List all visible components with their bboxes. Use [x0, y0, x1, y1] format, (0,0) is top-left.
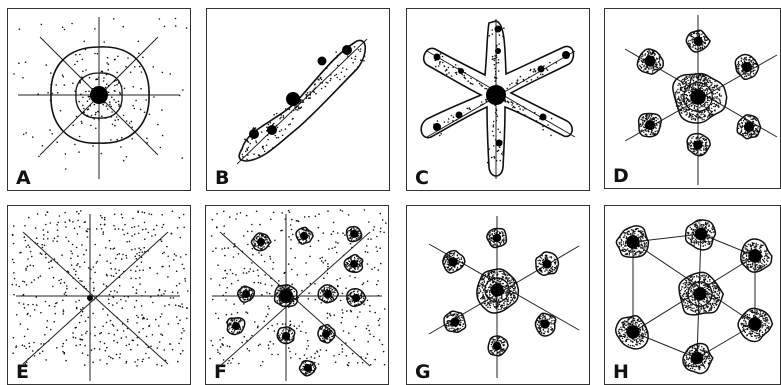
blob [490, 283, 503, 296]
core-blob [486, 85, 506, 105]
panel-e: E [7, 205, 191, 385]
blob [495, 26, 502, 33]
panel-label-g: G [415, 363, 431, 382]
blob [257, 238, 265, 246]
blob [282, 332, 290, 340]
panel-b-drawing [207, 9, 390, 191]
blob [748, 317, 761, 330]
panel-e-drawing [8, 206, 191, 385]
blob [232, 322, 240, 330]
panel-h-drawing [605, 206, 781, 385]
blob [538, 66, 545, 73]
blob [744, 122, 754, 132]
blob [300, 232, 308, 240]
ray-lines [16, 214, 180, 381]
panel-label-a: A [16, 169, 31, 188]
blob [542, 259, 551, 268]
cluster-group [616, 220, 773, 374]
blob [350, 260, 358, 268]
axis-line [237, 39, 367, 164]
scatter-dots [12, 210, 189, 367]
blob [318, 57, 327, 66]
panel-g-drawing [407, 206, 590, 385]
blob [280, 290, 292, 302]
cluster-group [443, 228, 559, 355]
blob [691, 352, 704, 365]
blob [324, 290, 332, 298]
blob [242, 290, 250, 298]
panel-label-b: B [215, 169, 229, 188]
blob [496, 140, 503, 147]
blob [626, 235, 639, 248]
panel-f: F [205, 205, 389, 385]
blob [322, 330, 330, 338]
blob [645, 56, 656, 67]
blob [540, 114, 547, 121]
cluster-group [637, 30, 760, 155]
blob [562, 51, 570, 59]
blob [456, 112, 463, 119]
blob [695, 228, 708, 241]
blob [626, 325, 639, 338]
panel-a-drawing [8, 9, 191, 191]
blob [540, 319, 549, 328]
panel-d: D [604, 8, 781, 189]
core-blob [90, 86, 108, 104]
blob [448, 257, 457, 266]
panel-label-c: C [415, 169, 429, 188]
core-blob [87, 295, 93, 301]
blob [690, 89, 706, 105]
scatter-dots [209, 209, 386, 366]
panel-label-f: F [214, 363, 227, 382]
blob [433, 123, 441, 131]
blob [495, 48, 501, 54]
panel-label-h: H [613, 363, 629, 382]
panel-d-drawing [605, 9, 781, 189]
blob [693, 287, 706, 300]
blob [352, 294, 360, 302]
blob [645, 120, 655, 130]
blob [249, 129, 259, 139]
panel-h: H [604, 205, 781, 385]
panel-a: A [7, 8, 191, 191]
blob [493, 342, 501, 350]
blob [286, 92, 300, 106]
blob [748, 249, 761, 262]
blob [434, 54, 441, 61]
blob [304, 364, 312, 372]
blob [693, 36, 702, 45]
blob [493, 234, 501, 242]
panel-c: C [406, 8, 590, 191]
blob [350, 230, 358, 238]
blob [742, 62, 752, 72]
panel-g: G [406, 205, 590, 385]
blob [693, 140, 702, 149]
panel-label-d: D [613, 167, 629, 186]
panel-f-drawing [206, 206, 389, 385]
blob [342, 45, 352, 55]
blob [458, 68, 464, 74]
ray-lines [429, 216, 579, 378]
blob [267, 125, 277, 135]
panel-label-e: E [16, 363, 29, 382]
panel-c-drawing [407, 9, 590, 191]
panel-b: B [206, 8, 390, 191]
blob [450, 317, 459, 326]
